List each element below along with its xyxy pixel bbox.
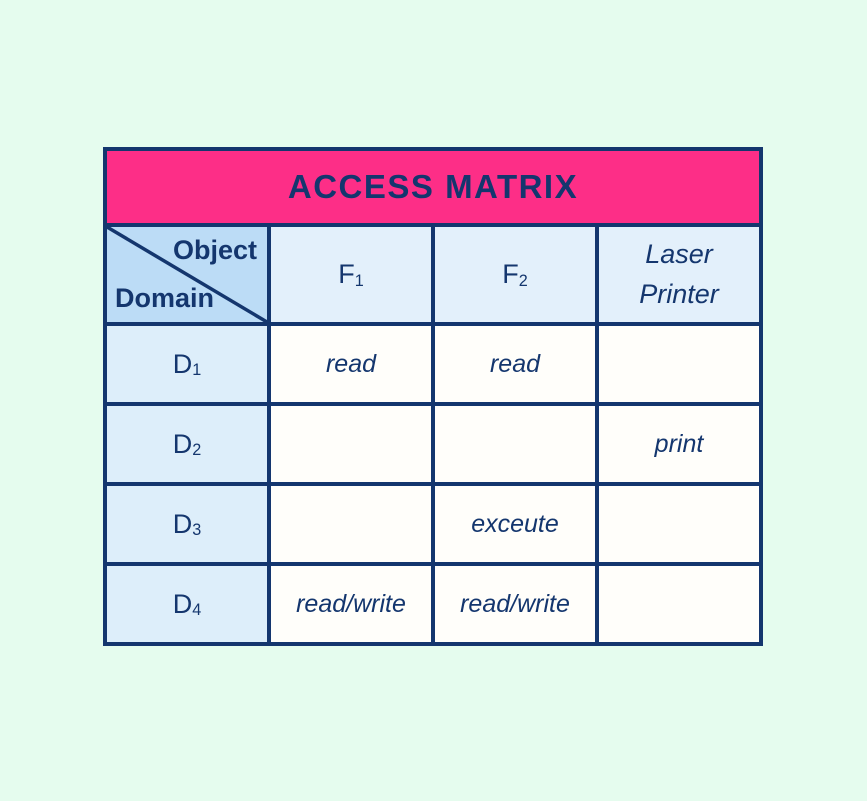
cell-d1-laser <box>595 322 763 406</box>
row-label-d4: D4 <box>103 562 271 646</box>
header-row: Object Domain F1 F2 Laser Printer <box>103 223 763 326</box>
cell-d3-f2: exceute <box>431 482 599 566</box>
cell-d3-laser <box>595 482 763 566</box>
row-label-d3: D3 <box>103 482 271 566</box>
row-label-d4-base: D <box>172 588 193 619</box>
row-label-d1-base: D <box>172 348 193 379</box>
row-label-d2: D2 <box>103 402 271 486</box>
cell-d2-f1 <box>267 402 435 486</box>
cell-d4-f1: read/write <box>267 562 435 646</box>
row-label-d2-subscript: 2 <box>192 441 202 460</box>
corner-domain-label: Domain <box>115 283 215 313</box>
cell-d2-f2 <box>431 402 599 486</box>
row-label-d1-subscript: 1 <box>192 361 202 380</box>
row-d4: D4 read/write read/write <box>103 562 763 646</box>
row-label-d4-subscript: 4 <box>192 601 202 620</box>
col-header-laser-printer: Laser Printer <box>595 223 763 326</box>
cell-d3-f1 <box>267 482 435 566</box>
diagonal-divider-line <box>107 227 267 322</box>
cell-d4-laser <box>595 562 763 646</box>
row-d3: D3 exceute <box>103 482 763 566</box>
col-header-f2-subscript: 2 <box>518 271 528 290</box>
row-label-d1: D1 <box>103 322 271 406</box>
access-matrix-table: ACCESS MATRIX Object Domain F1 F2 Laser … <box>103 147 763 646</box>
corner-object-label: Object <box>172 235 257 265</box>
col-header-f1: F1 <box>267 223 435 326</box>
col-header-f2: F2 <box>431 223 599 326</box>
row-label-d3-base: D <box>172 508 193 539</box>
table-title: ACCESS MATRIX <box>103 147 763 227</box>
cell-d1-f2: read <box>431 322 599 406</box>
title-row: ACCESS MATRIX <box>103 147 763 227</box>
col-header-f1-subscript: 1 <box>354 271 364 290</box>
row-d1: D1 read read <box>103 322 763 406</box>
cell-d1-f1: read <box>267 322 435 406</box>
cell-d4-f2: read/write <box>431 562 599 646</box>
col-header-laser-printer-label: Laser Printer <box>639 239 719 309</box>
row-d2: D2 print <box>103 402 763 486</box>
corner-cell: Object Domain <box>103 223 271 326</box>
col-header-f1-base: F <box>338 259 355 289</box>
cell-d2-laser: print <box>595 402 763 486</box>
col-header-f2-base: F <box>502 259 519 289</box>
row-label-d3-subscript: 3 <box>192 521 202 540</box>
row-label-d2-base: D <box>172 428 193 459</box>
